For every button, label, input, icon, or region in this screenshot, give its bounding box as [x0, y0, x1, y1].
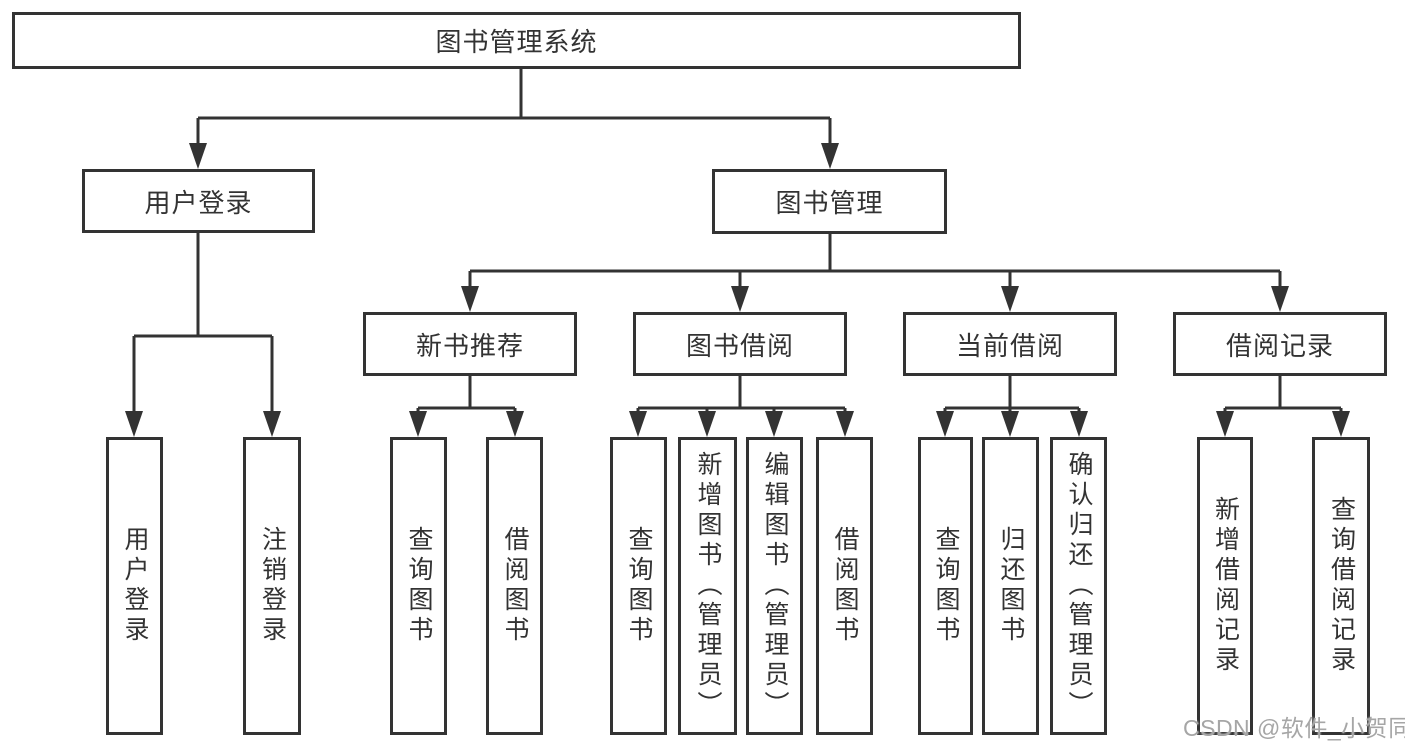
leaf-borrowing-edit-books-admin: 编辑图书（管理员）: [746, 437, 803, 735]
leaf-borrowing-borrow-books: 借阅图书: [816, 437, 873, 735]
leaf-current-return-books: 归还图书: [982, 437, 1039, 735]
arrowhead: [189, 143, 207, 169]
node-new-book-recommend: 新书推荐: [363, 312, 577, 376]
arrowhead: [821, 143, 839, 169]
leaf-logout: 注销登录: [243, 437, 301, 735]
node-library-management-system: 图书管理系统: [12, 12, 1021, 69]
arrowhead: [506, 411, 524, 437]
node-book-management-group: 图书管理: [712, 169, 947, 234]
arrowhead: [731, 286, 749, 312]
arrowhead: [1216, 411, 1234, 437]
leaf-borrowing-query-books: 查询图书: [610, 437, 667, 735]
arrowhead: [629, 411, 647, 437]
arrowhead: [1001, 286, 1019, 312]
arrowhead: [698, 411, 716, 437]
arrowhead: [1332, 411, 1350, 437]
leaf-newrec-borrow-books: 借阅图书: [486, 437, 543, 735]
node-borrowing-records: 借阅记录: [1173, 312, 1387, 376]
arrowhead: [1271, 286, 1289, 312]
node-current-borrowing: 当前借阅: [903, 312, 1117, 376]
arrowhead: [936, 411, 954, 437]
leaf-records-query-record: 查询借阅记录: [1312, 437, 1370, 735]
arrowhead: [125, 411, 143, 437]
arrowhead: [461, 286, 479, 312]
leaf-current-confirm-return-admin: 确认归还（管理员）: [1050, 437, 1107, 735]
leaf-borrowing-add-books-admin: 新增图书（管理员）: [678, 437, 737, 735]
csdn-watermark: CSDN @软件_小贺同学: [1183, 715, 1405, 741]
leaf-user-login: 用户登录: [106, 437, 163, 735]
node-book-borrowing: 图书借阅: [633, 312, 847, 376]
leaf-newrec-query-books: 查询图书: [390, 437, 447, 735]
arrowhead: [836, 411, 854, 437]
leaf-records-add-record: 新增借阅记录: [1197, 437, 1253, 735]
arrowhead: [409, 411, 427, 437]
arrowhead: [1001, 411, 1019, 437]
arrowhead: [1070, 411, 1088, 437]
leaf-current-query-books: 查询图书: [918, 437, 973, 735]
arrowhead: [765, 411, 783, 437]
arrowhead: [263, 411, 281, 437]
node-user-login-group: 用户登录: [82, 169, 315, 233]
